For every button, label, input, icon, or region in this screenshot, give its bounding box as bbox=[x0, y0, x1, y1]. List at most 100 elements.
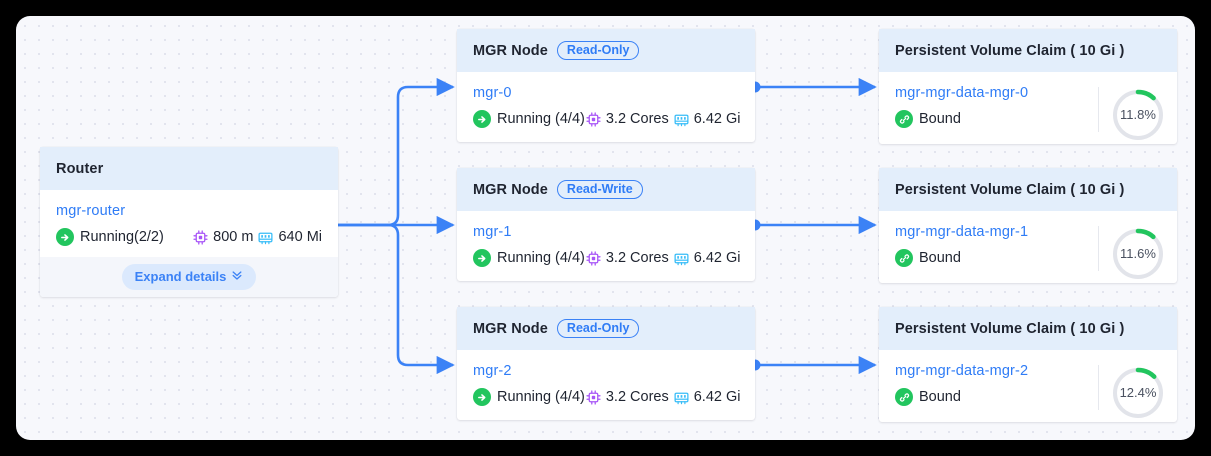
mgr-node-stats-row: Running (4/4) 3.2 Cores bbox=[473, 388, 741, 406]
mgr-node-card[interactable]: MGR Node Read-Only mgr-0 Running (4/4) bbox=[457, 29, 755, 142]
pvc-status-label: Bound bbox=[919, 111, 961, 127]
router-stats-row: Running(2/2) 800 m bbox=[56, 228, 322, 246]
pvc-card-title: Persistent Volume Claim ( 10 Gi ) bbox=[895, 320, 1125, 337]
mgr-node-cpu-label: 3.2 Cores bbox=[605, 389, 669, 405]
cpu-chip-icon bbox=[585, 389, 602, 406]
pvc-card[interactable]: Persistent Volume Claim ( 10 Gi ) mgr-mg… bbox=[879, 307, 1177, 422]
router-resources: 800 m 640 Mi bbox=[192, 229, 322, 246]
pvc-card-body: mgr-mgr-data-mgr-0 Bound 11.8% bbox=[879, 72, 1177, 144]
mgr-node-memory-label: 6.42 Gi bbox=[693, 250, 741, 266]
pvc-card-header: Persistent Volume Claim ( 10 Gi ) bbox=[879, 168, 1177, 211]
pvc-usage-donut: 11.8% bbox=[1099, 85, 1177, 144]
memory-stick-icon bbox=[673, 111, 690, 128]
mgr-node-access-badge: Read-Only bbox=[556, 318, 640, 339]
topology-canvas[interactable]: Router mgr-router Running(2/2) bbox=[16, 16, 1195, 440]
mgr-node-resources: 3.2 Cores 6.42 Gi bbox=[585, 111, 741, 128]
mgr-node-card-header: MGR Node Read-Write bbox=[457, 168, 755, 211]
mgr-node-card-body: mgr-0 Running (4/4) bbox=[457, 72, 755, 142]
mgr-node-memory-label: 6.42 Gi bbox=[693, 111, 741, 127]
pvc-resource-name[interactable]: mgr-mgr-data-mgr-1 bbox=[895, 224, 1029, 240]
mgr-node-resources: 3.2 Cores 6.42 Gi bbox=[585, 389, 741, 406]
mgr-node-card-body: mgr-1 Running (4/4) bbox=[457, 211, 755, 281]
mgr-node-resource-name[interactable]: mgr-2 bbox=[473, 363, 512, 379]
pvc-card-body: mgr-mgr-data-mgr-1 Bound 11.6% bbox=[879, 211, 1177, 283]
cpu-chip-icon bbox=[192, 229, 209, 246]
running-arrow-icon bbox=[56, 228, 74, 246]
pvc-resource-name[interactable]: mgr-mgr-data-mgr-2 bbox=[895, 363, 1029, 379]
pvc-usage-label: 11.8% bbox=[1120, 107, 1156, 122]
chevron-double-down-icon bbox=[231, 269, 243, 284]
mgr-node-memory-label: 6.42 Gi bbox=[693, 389, 741, 405]
pvc-resource-name[interactable]: mgr-mgr-data-mgr-0 bbox=[895, 85, 1029, 101]
pvc-usage-label: 11.6% bbox=[1120, 246, 1156, 261]
pvc-card-title: Persistent Volume Claim ( 10 Gi ) bbox=[895, 42, 1125, 59]
cpu-chip-icon bbox=[585, 111, 602, 128]
pvc-info: mgr-mgr-data-mgr-1 Bound bbox=[895, 224, 1098, 283]
mgr-node-card-title: MGR Node bbox=[473, 181, 548, 198]
pvc-card-header: Persistent Volume Claim ( 10 Gi ) bbox=[879, 29, 1177, 72]
connector-edges bbox=[322, 77, 877, 375]
pvc-card[interactable]: Persistent Volume Claim ( 10 Gi ) mgr-mg… bbox=[879, 168, 1177, 283]
pvc-usage-donut: 12.4% bbox=[1099, 363, 1177, 422]
mgr-node-card[interactable]: MGR Node Read-Only mgr-2 Running (4/4) bbox=[457, 307, 755, 420]
expand-details-button[interactable]: Expand details bbox=[121, 264, 257, 290]
router-card-header: Router bbox=[40, 147, 338, 190]
mgr-node-status: Running (4/4) bbox=[473, 388, 585, 406]
mgr-node-resource-name[interactable]: mgr-1 bbox=[473, 224, 512, 240]
cpu-chip-icon bbox=[585, 250, 602, 267]
pvc-card[interactable]: Persistent Volume Claim ( 10 Gi ) mgr-mg… bbox=[879, 29, 1177, 144]
mgr-node-cpu-label: 3.2 Cores bbox=[605, 250, 669, 266]
link-chain-icon bbox=[895, 249, 913, 267]
pvc-status-label: Bound bbox=[919, 250, 961, 266]
running-arrow-icon bbox=[473, 388, 491, 406]
expand-details-label: Expand details bbox=[134, 269, 227, 284]
router-resource-name[interactable]: mgr-router bbox=[56, 203, 126, 219]
pvc-status: Bound bbox=[895, 249, 1098, 267]
link-chain-icon bbox=[895, 388, 913, 406]
mgr-node-stats-row: Running (4/4) 3.2 Cores bbox=[473, 249, 741, 267]
mgr-node-card[interactable]: MGR Node Read-Write mgr-1 Running (4/4) bbox=[457, 168, 755, 281]
pvc-status: Bound bbox=[895, 388, 1098, 406]
pvc-divider bbox=[1098, 365, 1099, 410]
mgr-node-card-body: mgr-2 Running (4/4) bbox=[457, 350, 755, 420]
mgr-node-access-badge: Read-Only bbox=[556, 40, 640, 61]
mgr-node-resources: 3.2 Cores 6.42 Gi bbox=[585, 250, 741, 267]
pvc-status: Bound bbox=[895, 110, 1098, 128]
memory-stick-icon bbox=[673, 389, 690, 406]
mgr-node-status-label: Running (4/4) bbox=[497, 111, 585, 127]
pvc-divider bbox=[1098, 226, 1099, 271]
pvc-divider bbox=[1098, 87, 1099, 132]
edge-router-to-mgr-2 bbox=[328, 223, 455, 375]
running-arrow-icon bbox=[473, 249, 491, 267]
running-arrow-icon bbox=[473, 110, 491, 128]
router-expand-bar: Expand details bbox=[40, 257, 338, 297]
mgr-node-stats-row: Running (4/4) 3.2 Cores bbox=[473, 110, 741, 128]
pvc-card-body: mgr-mgr-data-mgr-2 Bound 12.4% bbox=[879, 350, 1177, 422]
mgr-node-access-badge: Read-Write bbox=[556, 179, 643, 200]
router-card[interactable]: Router mgr-router Running(2/2) bbox=[40, 147, 338, 297]
router-status-label: Running(2/2) bbox=[80, 229, 164, 245]
router-status: Running(2/2) bbox=[56, 228, 164, 246]
mgr-node-card-title: MGR Node bbox=[473, 320, 548, 337]
mgr-node-status: Running (4/4) bbox=[473, 249, 585, 267]
mgr-node-status-label: Running (4/4) bbox=[497, 389, 585, 405]
router-card-body: mgr-router Running(2/2) bbox=[40, 190, 338, 297]
mgr-node-card-title: MGR Node bbox=[473, 42, 548, 59]
mgr-node-cpu-label: 3.2 Cores bbox=[605, 111, 669, 127]
edge-router-to-mgr-0 bbox=[328, 77, 455, 227]
memory-stick-icon bbox=[673, 250, 690, 267]
pvc-card-title: Persistent Volume Claim ( 10 Gi ) bbox=[895, 181, 1125, 198]
memory-stick-icon bbox=[257, 229, 274, 246]
router-memory-label: 640 Mi bbox=[278, 229, 322, 245]
mgr-node-resource-name[interactable]: mgr-0 bbox=[473, 85, 512, 101]
pvc-status-label: Bound bbox=[919, 389, 961, 405]
router-card-title: Router bbox=[56, 160, 104, 177]
mgr-node-status-label: Running (4/4) bbox=[497, 250, 585, 266]
pvc-card-header: Persistent Volume Claim ( 10 Gi ) bbox=[879, 307, 1177, 350]
link-chain-icon bbox=[895, 110, 913, 128]
pvc-usage-label: 12.4% bbox=[1120, 385, 1157, 400]
mgr-node-card-header: MGR Node Read-Only bbox=[457, 29, 755, 72]
mgr-node-status: Running (4/4) bbox=[473, 110, 585, 128]
mgr-node-card-header: MGR Node Read-Only bbox=[457, 307, 755, 350]
pvc-usage-donut: 11.6% bbox=[1099, 224, 1177, 283]
